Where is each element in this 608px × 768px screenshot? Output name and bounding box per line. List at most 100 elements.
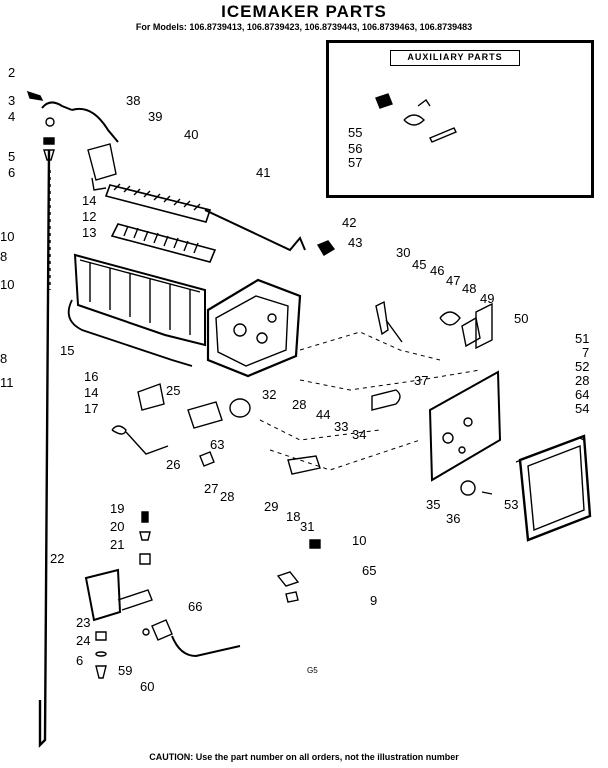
fill-tube xyxy=(38,149,51,748)
callout-16: 16 xyxy=(84,369,99,384)
callout-36: 36 xyxy=(446,511,461,526)
drawing-code: G5 xyxy=(307,666,318,675)
callout-59: 59 xyxy=(118,663,133,678)
part-63-switch xyxy=(187,401,223,429)
part-26-cap xyxy=(199,451,215,467)
part-50-bracket xyxy=(475,302,493,350)
callout-43: 43 xyxy=(348,235,363,250)
part-13-mold xyxy=(73,253,206,347)
callout-9: 9 xyxy=(370,593,378,608)
callout-51: 51 xyxy=(575,331,590,346)
part-31-clip xyxy=(287,455,321,475)
callout-11: 11 xyxy=(0,375,14,390)
part-12-stripper xyxy=(110,223,217,263)
part-15-heater xyxy=(67,299,193,367)
callout-31: 31 xyxy=(300,519,315,534)
callout-28: 28 xyxy=(220,489,235,504)
part-5-nut xyxy=(43,137,55,145)
auxiliary-parts-box xyxy=(326,40,594,198)
callout-7: 7 xyxy=(582,345,590,360)
part-17-thermostat xyxy=(111,425,169,455)
callout-18: 18 xyxy=(286,509,301,524)
callout-64: 64 xyxy=(575,387,590,402)
part-60-supply-tube xyxy=(171,635,241,658)
callout-12: 12 xyxy=(82,209,97,224)
part-16-bracket xyxy=(137,383,165,411)
callout-23: 23 xyxy=(76,615,91,630)
callout-10-b: 10 xyxy=(0,277,15,292)
callout-66: 66 xyxy=(188,599,203,614)
part-36-screw xyxy=(481,491,493,495)
part-49-plate xyxy=(461,316,481,348)
callout-63: 63 xyxy=(210,437,225,452)
callout-14: 14 xyxy=(82,193,97,208)
callout-5: 5 xyxy=(8,149,16,164)
part-65-clamp xyxy=(276,571,300,587)
part-22-water-valve xyxy=(84,568,122,622)
part-59-ring xyxy=(142,628,150,636)
callout-6-b: 6 xyxy=(76,653,84,668)
callout-17: 17 xyxy=(84,401,99,416)
part-7-plate xyxy=(428,370,502,482)
callout-2: 2 xyxy=(8,65,16,80)
part-40-ejector xyxy=(104,184,212,223)
callout-4: 4 xyxy=(8,109,16,124)
part-35-gear xyxy=(460,480,476,496)
part-38-bracket xyxy=(71,108,119,143)
callout-14-b: 14 xyxy=(84,385,99,400)
callout-24: 24 xyxy=(76,633,91,648)
models-line: For Models: 106.8739413, 106.8739423, 10… xyxy=(135,22,473,32)
part-4-washer xyxy=(45,117,55,127)
callout-38: 38 xyxy=(126,93,141,108)
callout-54: 54 xyxy=(575,401,590,416)
part-6-ferrule xyxy=(43,149,55,161)
page-title: ICEMAKER PARTS xyxy=(221,2,387,21)
callout-40: 40 xyxy=(184,127,199,142)
callout-27: 27 xyxy=(204,481,219,496)
callout-28-b: 28 xyxy=(292,397,307,412)
callout-65: 65 xyxy=(362,563,377,578)
callout-33: 33 xyxy=(334,419,349,434)
part-41-shutoff-arm xyxy=(204,209,306,252)
callout-15: 15 xyxy=(60,343,75,358)
caution-caption: CAUTION: Use the part number on all orde… xyxy=(149,752,459,762)
callout-39: 39 xyxy=(148,109,163,124)
callout-50: 50 xyxy=(514,311,529,326)
callout-28-c: 28 xyxy=(575,373,590,388)
callout-37: 37 xyxy=(414,373,429,388)
part-56-valve-part xyxy=(403,98,431,126)
callout-25: 25 xyxy=(166,383,181,398)
callout-19: 19 xyxy=(110,501,125,516)
part-55-screw xyxy=(375,93,393,109)
part-48-cam xyxy=(439,311,461,326)
part-34-valve xyxy=(371,389,401,411)
callout-32: 32 xyxy=(262,387,277,402)
part-42-gear xyxy=(316,240,336,256)
part-6b-ferrule xyxy=(95,665,107,679)
callout-55: 55 xyxy=(348,125,363,140)
part-24-washer xyxy=(95,651,107,657)
callout-29: 29 xyxy=(264,499,279,514)
part-9-bushing xyxy=(285,591,299,603)
callout-44: 44 xyxy=(316,407,331,422)
callout-3: 3 xyxy=(8,93,16,108)
part-19-screw xyxy=(141,511,149,523)
part-43-housing xyxy=(206,278,302,378)
callout-22: 22 xyxy=(50,551,65,566)
part-10c-screw xyxy=(309,539,321,549)
callout-10-c: 10 xyxy=(352,533,367,548)
callout-45: 45 xyxy=(412,257,427,272)
part-32-motor xyxy=(229,398,251,418)
callout-35: 35 xyxy=(426,497,441,512)
part-21-ferrule xyxy=(139,553,151,565)
part-3-clamp xyxy=(41,101,73,111)
callout-41: 41 xyxy=(256,165,271,180)
auxiliary-parts-title: AUXILIARY PARTS xyxy=(390,50,520,66)
callout-8: 8 xyxy=(0,249,8,264)
callout-46: 46 xyxy=(430,263,445,278)
callout-48: 48 xyxy=(462,281,477,296)
callout-42: 42 xyxy=(342,215,357,230)
callout-34: 34 xyxy=(352,427,367,442)
callout-30: 30 xyxy=(396,245,411,260)
